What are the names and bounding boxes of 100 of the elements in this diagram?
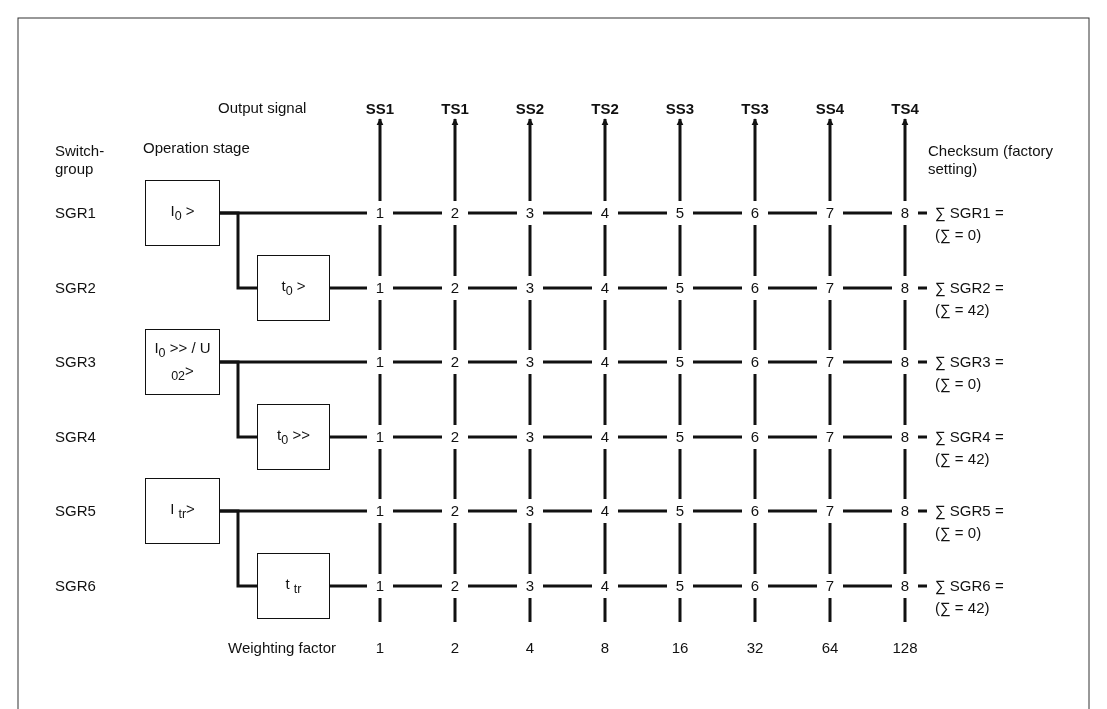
switch-number: 7 — [825, 279, 835, 297]
weighting-factor: 64 — [821, 639, 839, 657]
switch-number: 7 — [825, 428, 835, 446]
switch-number: 8 — [900, 428, 910, 446]
switchgroup-label: SGR6 — [55, 577, 96, 595]
checksum-value: (∑ = 42) — [935, 450, 990, 468]
checksum-value: (∑ = 0) — [935, 524, 982, 542]
switch-number: 5 — [675, 502, 685, 520]
axis-title: Output signal — [218, 99, 307, 117]
column-heading: Switch- group — [55, 142, 106, 178]
switch-number: 2 — [450, 577, 460, 595]
axis-title: Weighting factor — [228, 639, 337, 657]
switch-number: 6 — [750, 428, 760, 446]
output-signal-label: SS4 — [808, 98, 852, 118]
output-signal-label: TS1 — [433, 98, 477, 118]
operation-stage-box: t$_{0}$ > — [257, 255, 330, 321]
signal-line — [328, 286, 929, 290]
switch-number: 1 — [375, 279, 385, 297]
switch-number: 2 — [450, 279, 460, 297]
output-signal-label: TS2 — [583, 98, 627, 118]
operation-stage-box: I $_{tr}$> — [145, 478, 220, 544]
operation-stage-box: I$_{0}$ > — [145, 180, 220, 246]
checksum-label: ∑ SGR2 = — [935, 279, 1004, 297]
switch-number: 3 — [525, 279, 535, 297]
output-signal-label: SS2 — [508, 98, 552, 118]
operation-stage-box: I$_{0}$ >> / U $_{02}$> — [145, 329, 220, 395]
switch-number: 3 — [525, 428, 535, 446]
output-arrow — [751, 117, 759, 624]
switch-number: 1 — [375, 204, 385, 222]
output-signal-label: TS3 — [733, 98, 777, 118]
switch-number: 2 — [450, 428, 460, 446]
switch-number: 3 — [525, 204, 535, 222]
switch-number: 6 — [750, 502, 760, 520]
checksum-label: ∑ SGR1 = — [935, 204, 1004, 222]
switch-number: 5 — [675, 428, 685, 446]
switch-number: 5 — [675, 204, 685, 222]
checksum-label: ∑ SGR4 = — [935, 428, 1004, 446]
switch-number: 6 — [750, 204, 760, 222]
switch-number: 7 — [825, 204, 835, 222]
switch-number: 2 — [450, 502, 460, 520]
output-signal-label: TS4 — [883, 98, 927, 118]
switch-number: 4 — [600, 353, 610, 371]
switchgroup-label: SGR4 — [55, 428, 96, 446]
switch-number: 8 — [900, 577, 910, 595]
switch-number: 1 — [375, 502, 385, 520]
switch-number: 4 — [600, 502, 610, 520]
output-signal-label: SS3 — [658, 98, 702, 118]
weighting-factor: 32 — [746, 639, 764, 657]
signal-line — [328, 435, 929, 439]
operation-stage-box: t $_{tr}$ — [257, 553, 330, 619]
switch-number: 2 — [450, 204, 460, 222]
connector-line — [220, 360, 257, 439]
column-heading: Operation stage — [143, 139, 250, 157]
switch-number: 7 — [825, 502, 835, 520]
weighting-factor: 8 — [600, 639, 610, 657]
checksum-value: (∑ = 42) — [935, 301, 990, 319]
switch-number: 4 — [600, 204, 610, 222]
output-arrow — [676, 117, 684, 624]
checksum-label: ∑ SGR5 = — [935, 502, 1004, 520]
switch-number: 6 — [750, 577, 760, 595]
switch-number: 1 — [375, 577, 385, 595]
switchgroup-label: SGR3 — [55, 353, 96, 371]
weighting-factor: 128 — [892, 639, 918, 657]
switch-number: 1 — [375, 353, 385, 371]
signal-line — [328, 584, 929, 588]
switch-number: 3 — [525, 353, 535, 371]
switch-number: 4 — [600, 279, 610, 297]
operation-stage-box: t$_{0}$ >> — [257, 404, 330, 470]
output-arrow — [826, 117, 834, 624]
output-signal-label: SS1 — [358, 98, 402, 118]
checksum-value: (∑ = 0) — [935, 226, 982, 244]
switch-number: 3 — [525, 502, 535, 520]
checksum-label: ∑ SGR3 = — [935, 353, 1004, 371]
switchgroup-label: SGR1 — [55, 204, 96, 222]
connector-line — [220, 211, 257, 290]
weighting-factor: 4 — [525, 639, 535, 657]
switch-number: 6 — [750, 279, 760, 297]
output-arrow — [901, 117, 909, 624]
output-arrow — [526, 117, 534, 624]
column-heading: Checksum (factory setting) — [928, 142, 1055, 178]
switchgroup-label: SGR2 — [55, 279, 96, 297]
checksum-value: (∑ = 42) — [935, 599, 990, 617]
switch-number: 5 — [675, 353, 685, 371]
switch-number: 8 — [900, 204, 910, 222]
switch-number: 8 — [900, 279, 910, 297]
weighting-factor: 1 — [375, 639, 385, 657]
switch-number: 5 — [675, 279, 685, 297]
checksum-label: ∑ SGR6 = — [935, 577, 1004, 595]
switch-number: 6 — [750, 353, 760, 371]
weighting-factor: 16 — [671, 639, 689, 657]
switch-number: 7 — [825, 353, 835, 371]
switch-number: 8 — [900, 502, 910, 520]
output-arrow — [376, 117, 384, 624]
switchgroup-label: SGR5 — [55, 502, 96, 520]
weighting-factor: 2 — [450, 639, 460, 657]
switch-number: 1 — [375, 428, 385, 446]
output-arrow — [451, 117, 459, 624]
output-arrow — [601, 117, 609, 624]
switch-number: 7 — [825, 577, 835, 595]
switch-number: 8 — [900, 353, 910, 371]
